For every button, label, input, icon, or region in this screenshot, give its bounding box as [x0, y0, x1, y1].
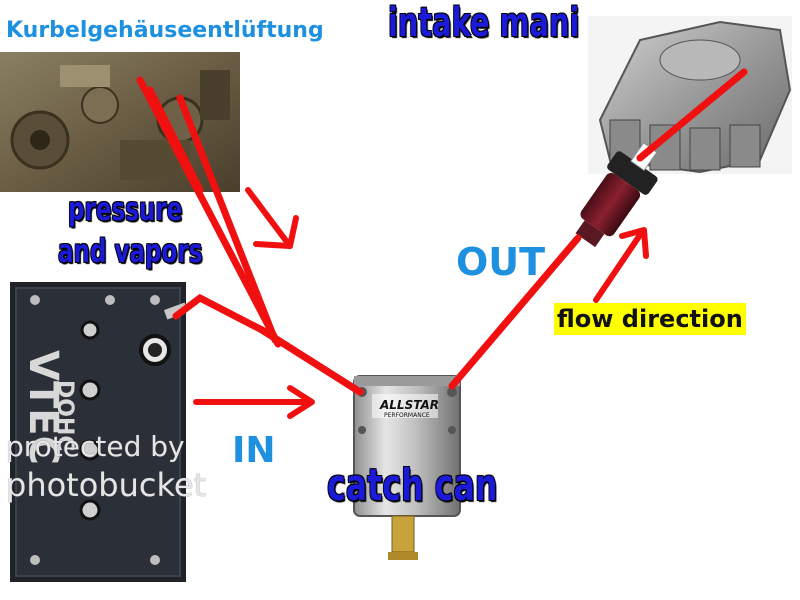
arrow-pressure-down [245, 187, 299, 249]
watermark-line-1: protected by [6, 430, 185, 463]
crankcase-ventilation-title: Kurbelgehäuseentlüftung [6, 18, 324, 43]
catch-can-image: ALLSTAR PERFORMANCE [344, 366, 464, 560]
hose-engine-to-can-1 [136, 76, 282, 348]
catch-can-brand-tagline: PERFORMANCE [384, 412, 430, 419]
intake-manifold-label: intake mani [388, 0, 580, 46]
and-vapors-label: and vapors [58, 232, 203, 270]
hose-engine-to-can-2 [176, 94, 279, 344]
arrow-flow-direction [593, 227, 649, 303]
pcv-valve-image [575, 142, 658, 248]
hose-pcv-to-manifold [636, 68, 748, 162]
valve-cover-dohc-text: DOHC [52, 380, 77, 452]
arrow-in [193, 385, 315, 419]
hose-can-to-pcv [448, 234, 582, 390]
intake-manifold-image [588, 16, 792, 174]
arrows [193, 187, 649, 419]
watermark-line-2: photobucket [6, 466, 207, 504]
engine-block-image [0, 52, 240, 192]
valve-cover-vtec-text: VTEC [20, 350, 66, 465]
pressure-label: pressure [68, 190, 183, 228]
in-label: IN [232, 430, 276, 471]
valve-cover-image: DOHC VTEC [10, 282, 189, 582]
catch-can-label: catch can [327, 460, 498, 511]
out-label: OUT [456, 240, 546, 284]
hose-engine-left-leg [146, 86, 204, 194]
catch-can-brand-name: ALLSTAR [379, 398, 439, 412]
flow-direction-label: flow direction [554, 303, 746, 335]
hose-vapor-merge [258, 326, 364, 396]
hose-lines [136, 68, 748, 396]
